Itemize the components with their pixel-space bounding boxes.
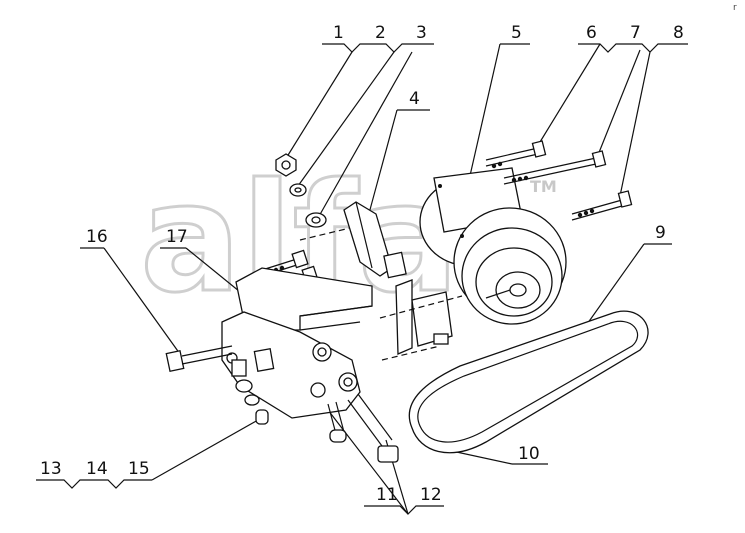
leader-bracket-1-3 — [322, 43, 434, 53]
leader-2 — [297, 51, 395, 187]
leader-1 — [284, 51, 353, 161]
label-8: 8 — [673, 23, 684, 43]
centre-lines — [299, 227, 463, 361]
trademark-symbol: TM — [530, 177, 557, 196]
label-4: 4 — [409, 89, 420, 109]
leader-bracket-13-15 — [36, 479, 152, 489]
part-labels: 1 2 3 4 5 6 7 8 9 10 11 12 13 14 15 16 1… — [40, 23, 684, 505]
leader-8 — [619, 51, 651, 197]
leader-7 — [595, 49, 641, 161]
part-2-lock-washer — [289, 183, 307, 197]
label-1: 1 — [333, 23, 344, 43]
part-1-hex-nut — [275, 153, 297, 177]
label-3: 3 — [416, 23, 427, 43]
part-17-mounting-bracket — [221, 267, 373, 419]
corner-mark: r — [733, 3, 737, 13]
label-7: 7 — [630, 23, 641, 43]
leader-9 — [579, 243, 645, 335]
label-2: 2 — [375, 23, 386, 43]
parts-13-15-fasteners — [231, 348, 275, 425]
label-14: 14 — [86, 459, 108, 479]
leader-6 — [539, 43, 601, 143]
part-3-flat-washer — [305, 212, 327, 228]
label-17: 17 — [166, 227, 188, 247]
label-5: 5 — [511, 23, 522, 43]
part-16-bolt — [165, 345, 233, 373]
label-9: 9 — [655, 223, 666, 243]
label-12: 12 — [420, 485, 442, 505]
parts-11-12-pins — [327, 393, 399, 463]
label-10: 10 — [518, 444, 540, 464]
leader-3 — [317, 51, 413, 219]
parts-6-8-long-bolts — [485, 140, 633, 221]
label-11: 11 — [376, 485, 398, 505]
label-6: 6 — [586, 23, 597, 43]
label-16: 16 — [86, 227, 108, 247]
part-5-alternator — [419, 167, 567, 325]
leader-11 — [327, 409, 409, 515]
label-13: 13 — [40, 459, 62, 479]
leader-15 — [151, 419, 259, 481]
label-15: 15 — [128, 459, 150, 479]
leader-bracket-6-8 — [578, 43, 688, 53]
leader-bracket-11-12 — [364, 505, 444, 515]
leader-16 — [103, 247, 181, 355]
part-4-adjusting-strap — [343, 201, 453, 355]
part-9-v-belt — [408, 310, 649, 454]
